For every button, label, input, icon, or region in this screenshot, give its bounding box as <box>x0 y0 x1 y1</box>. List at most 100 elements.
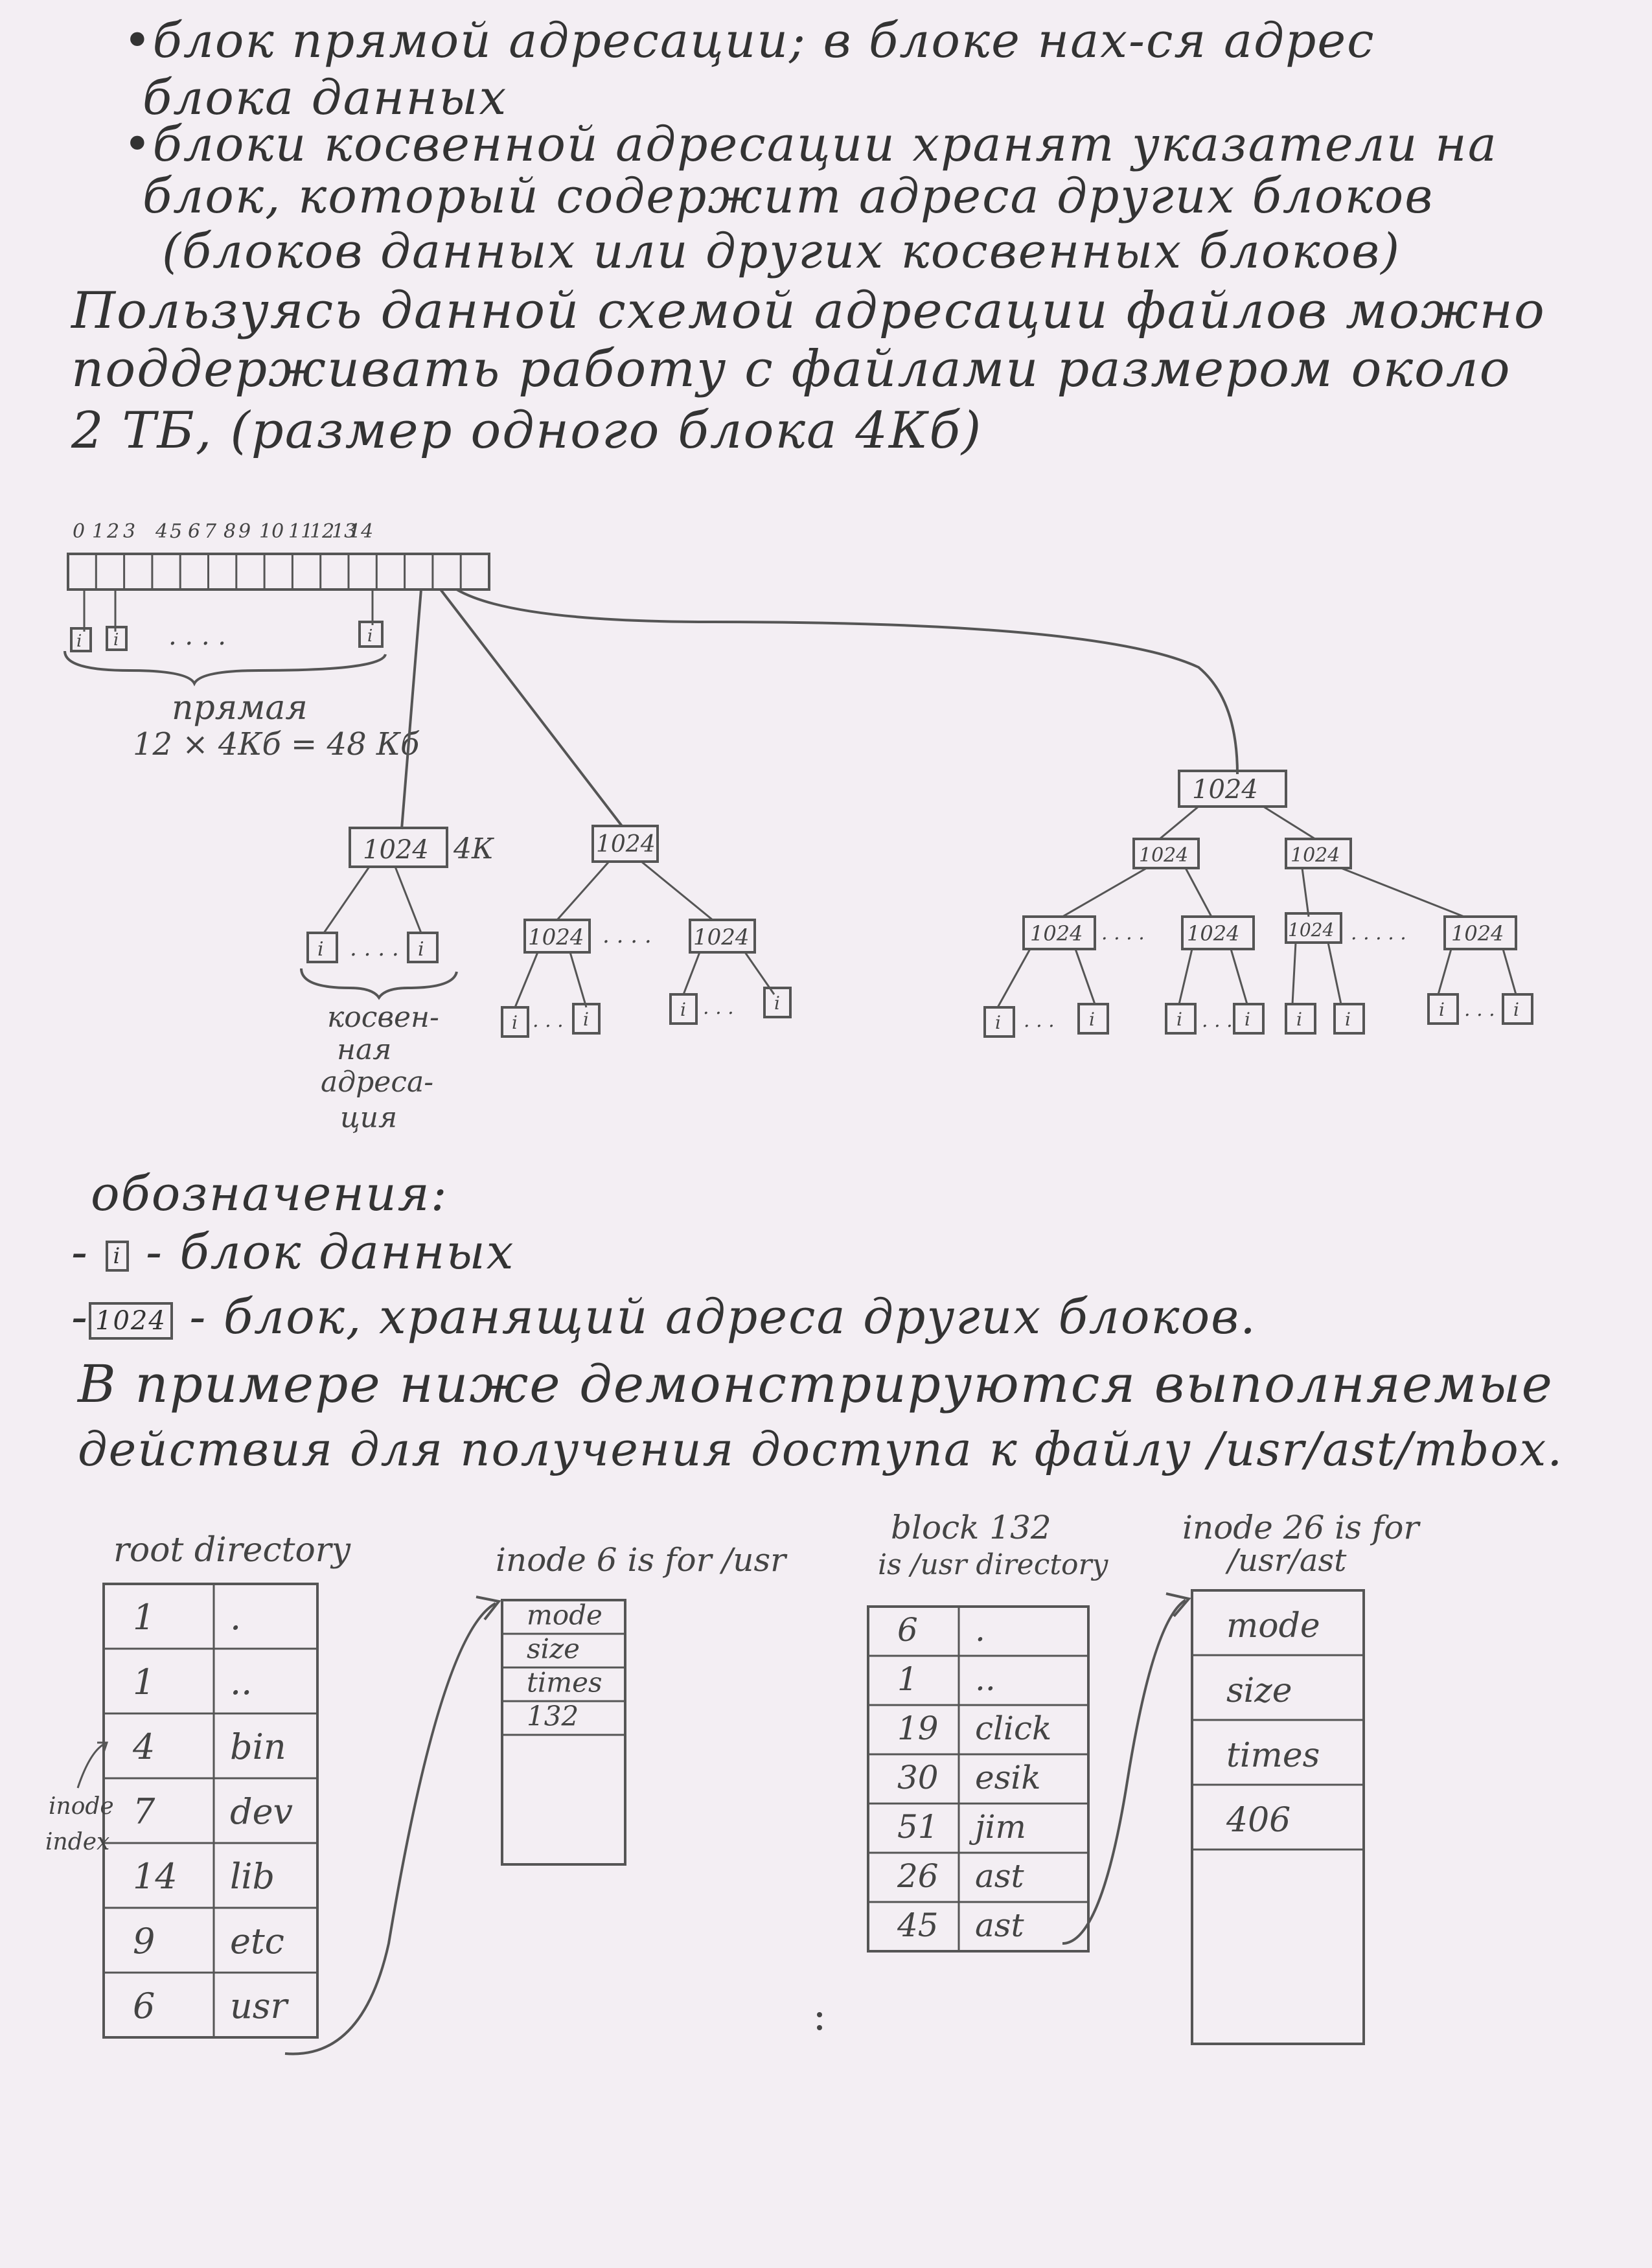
block132-entry-name: .. <box>975 1660 996 1698</box>
svg-text:1024: 1024 <box>693 924 750 950</box>
svg-text:1024: 1024 <box>1451 921 1504 946</box>
root-entry-inode: 7 <box>133 1791 155 1832</box>
root-directory-title: root directory <box>113 1531 351 1570</box>
root-entry-name: etc <box>230 1921 284 1962</box>
root-entry-inode: 1 <box>133 1662 155 1702</box>
legend-symbol-data-block: i <box>105 1240 130 1272</box>
inode6-title: inode 6 is for /usr <box>496 1541 788 1579</box>
index-label: 0 <box>73 520 85 543</box>
data-block-label: i <box>113 630 119 650</box>
svg-text:1024: 1024 <box>1187 921 1239 946</box>
block132-entry-inode: 19 <box>897 1710 939 1747</box>
bullet-2-line-2: блок, который содержит адреса других бло… <box>143 168 1434 224</box>
inode6-field: 132 <box>527 1700 579 1732</box>
block132-entry-inode: 45 <box>897 1907 939 1944</box>
root-entry-inode: 1 <box>133 1597 155 1638</box>
index-label: 6 <box>188 520 200 543</box>
block132-entry-name: ast <box>975 1907 1024 1944</box>
index-label: 8 <box>224 520 236 543</box>
index-label: 4 <box>155 520 168 543</box>
svg-text:i: i <box>1345 1009 1351 1030</box>
block132-entry-inode: 26 <box>897 1857 939 1895</box>
data-block <box>106 626 128 651</box>
indirect-label: адреса- <box>321 1066 433 1099</box>
svg-text:1024: 1024 <box>1030 921 1083 946</box>
indirect-label: косвен- <box>327 1001 439 1034</box>
svg-text:4К: 4К <box>453 832 494 865</box>
data-block-label: i <box>367 626 373 646</box>
data-block <box>70 627 92 652</box>
bullet-1-line-2: блока данных <box>143 70 508 126</box>
svg-text:. . .: . . . <box>1024 1009 1055 1032</box>
inode26-field: size <box>1226 1671 1292 1710</box>
inode6-field: times <box>527 1666 602 1698</box>
single-indirect: 1024 4К i i . . . . косвен- ная адреса- … <box>300 589 494 1134</box>
index-label: 11 <box>288 520 313 543</box>
inode-index-note: inode <box>49 1793 114 1820</box>
svg-text:i: i <box>1296 1009 1302 1030</box>
svg-text:i: i <box>1513 999 1519 1020</box>
paragraph-line-3: 2 ТБ, (размер одного блока 4Кб) <box>71 402 983 460</box>
arrow-block132-to-inode26 <box>1062 1599 1187 1945</box>
svg-text:. . .: . . . <box>533 1009 564 1032</box>
svg-text:i: i <box>1176 1009 1182 1030</box>
inode26-title-1: inode 26 is for <box>1182 1509 1421 1546</box>
block132-entry-inode: 6 <box>897 1611 918 1649</box>
bullet-1-line-1: •блок прямой адресации; в блоке нах-ся а… <box>123 13 1375 69</box>
legend-title: обозначения: <box>91 1166 448 1222</box>
svg-text:. . .: . . . <box>703 996 734 1019</box>
svg-text:. . . .: . . . . <box>602 922 652 948</box>
svg-text:1024: 1024 <box>1139 844 1188 867</box>
index-label: 9 <box>238 520 251 543</box>
root-entry-inode: 9 <box>133 1921 155 1962</box>
block132-entry-name: . <box>975 1611 985 1649</box>
arrow-usr-to-inode6 <box>284 1602 496 2056</box>
inode26-field: times <box>1226 1736 1320 1775</box>
svg-text:i: i <box>512 1012 518 1033</box>
block132-entry-name: ast <box>975 1857 1024 1895</box>
inode26-title-2: /usr/ast <box>1225 1542 1347 1579</box>
direct-dots: . . . . <box>168 621 226 651</box>
index-label: 3 <box>123 520 135 543</box>
inode6-field: size <box>527 1632 580 1664</box>
legend-text-address-block: - блок, хранящий адреса других блоков. <box>189 1289 1257 1345</box>
svg-text:1024: 1024 <box>1288 919 1334 941</box>
svg-text:i: i <box>317 938 324 961</box>
svg-text:i: i <box>995 1012 1001 1033</box>
svg-text:1024: 1024 <box>1291 844 1340 867</box>
block132-entry-inode: 51 <box>897 1808 939 1846</box>
inode-address-row <box>67 553 490 591</box>
inode-index-note: index <box>45 1829 109 1855</box>
root-entry-name: lib <box>230 1856 275 1897</box>
svg-text:1024: 1024 <box>596 831 656 858</box>
root-entry-name: usr <box>230 1986 289 2026</box>
block132-entry-name: jim <box>969 1808 1026 1846</box>
root-entry-inode: 6 <box>133 1986 155 2026</box>
index-label: 1 <box>92 520 104 543</box>
index-label: 12 <box>310 520 334 543</box>
double-indirect: 1024 1024 1024 . . . . i i i i . . . . .… <box>439 588 792 1038</box>
data-block-label: i <box>76 632 82 651</box>
inode26-field: mode <box>1226 1607 1320 1645</box>
block132-entry-name: click <box>975 1710 1051 1747</box>
svg-text:i: i <box>418 938 424 961</box>
legend-text-data-block: - блок данных <box>145 1224 515 1280</box>
data-block <box>358 621 384 648</box>
block132-title-1: block 132 <box>891 1509 1051 1546</box>
bullet-2-line-1: •блоки косвенной адресации хранят указат… <box>123 117 1498 172</box>
direct-label-1: прямая <box>172 689 308 727</box>
block132-entry-name: esik <box>975 1759 1041 1796</box>
direct-label-2: 12 × 4Кб = 48 Кб <box>133 726 420 762</box>
svg-text:. . . .: . . . . <box>350 935 399 961</box>
svg-text:. . .: . . . <box>1464 998 1495 1021</box>
paragraph-line-2: поддерживать работу с файлами размером о… <box>71 340 1511 398</box>
indirect-label: ная <box>337 1033 391 1066</box>
svg-text:i: i <box>1245 1009 1250 1030</box>
direct-blocks: i i i . . . . прямая 12 × 4Кб = 48 Кб <box>63 590 420 762</box>
triple-indirect: 1024 1024 1024 1024 1024 1024 1024 . . .… <box>455 588 1533 1038</box>
svg-text:1024: 1024 <box>363 835 429 865</box>
